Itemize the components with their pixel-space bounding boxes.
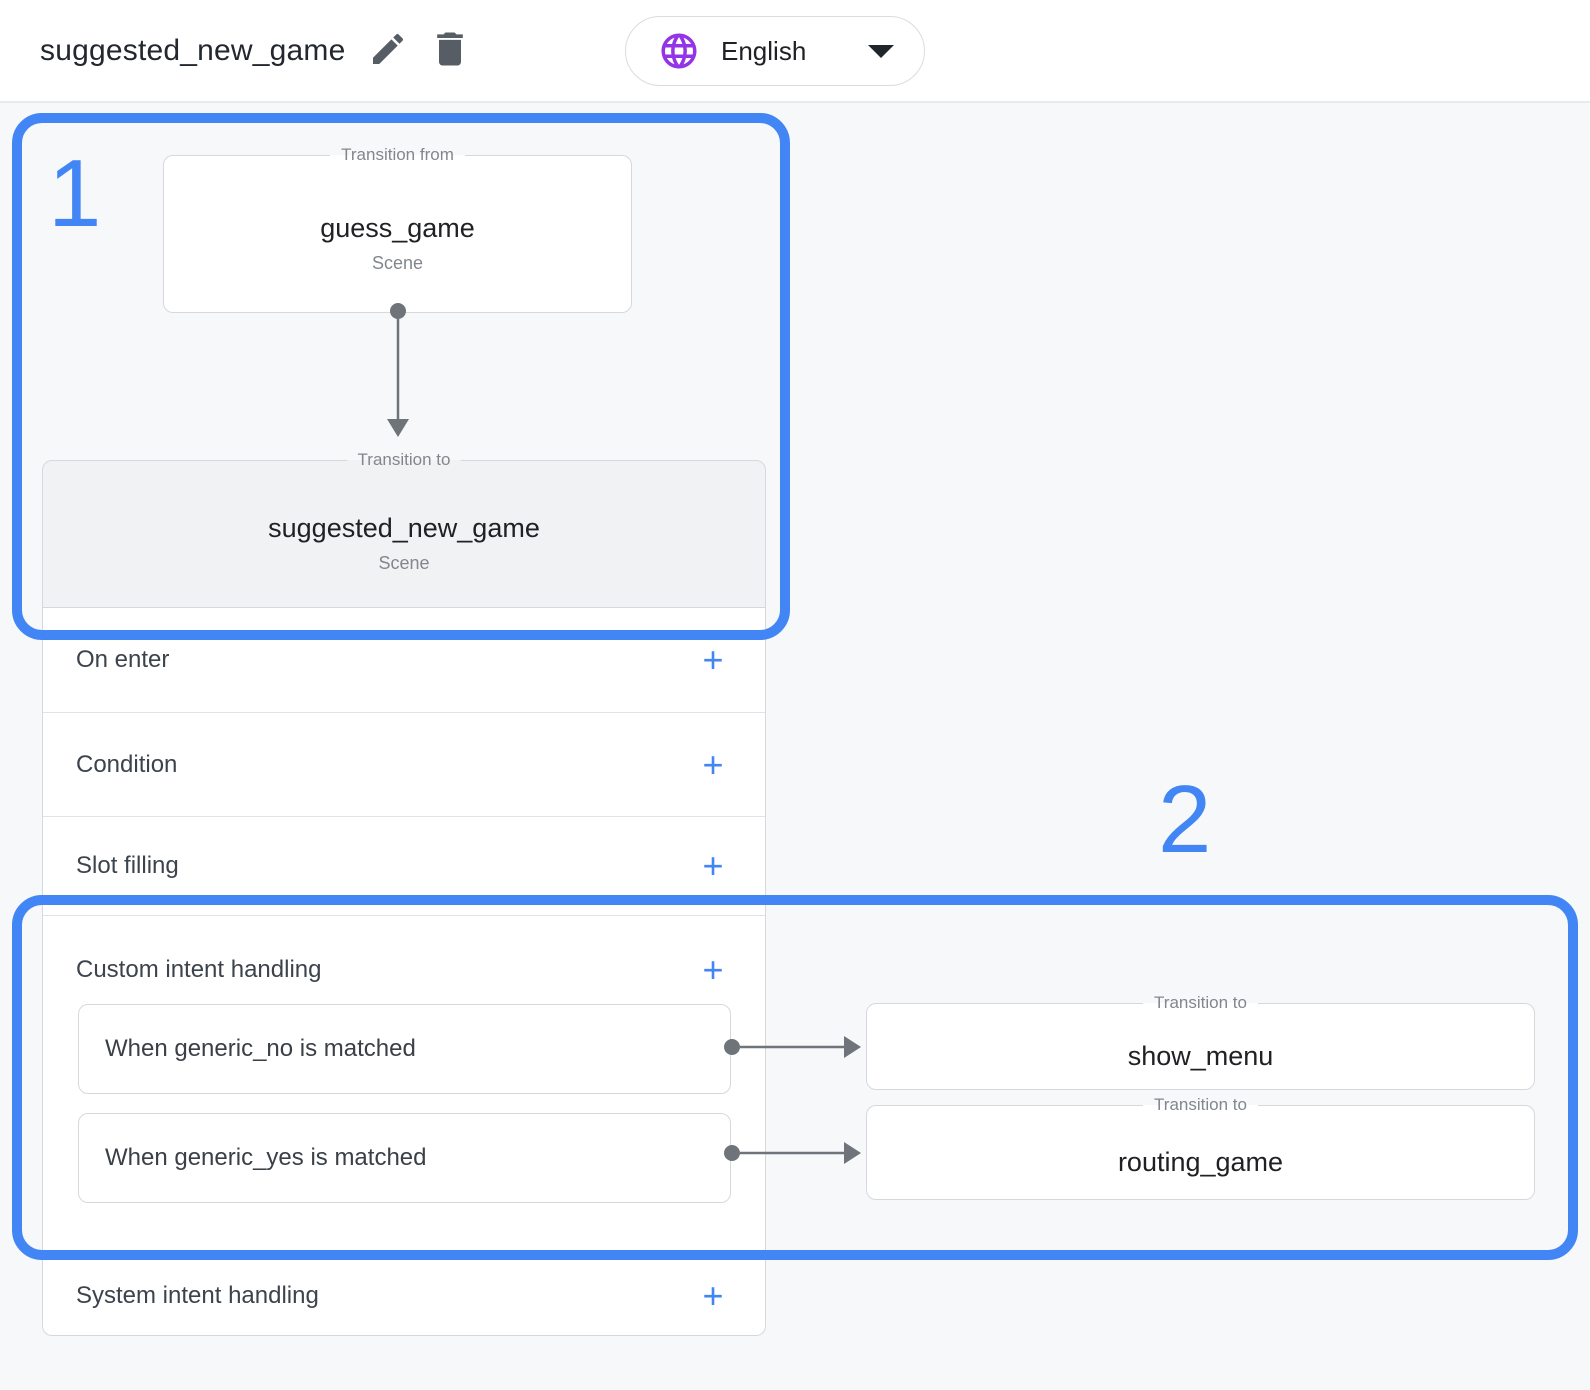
transition-to-legend: Transition to — [1154, 993, 1247, 1012]
language-label: English — [721, 35, 807, 66]
add-condition-button[interactable]: + — [691, 743, 735, 787]
page-title: suggested_new_game — [40, 33, 346, 67]
language-selector[interactable]: English — [625, 16, 925, 86]
scene-name: suggested_new_game — [268, 513, 540, 543]
transition-target-show-menu[interactable]: Transition to show_menu — [866, 993, 1535, 1090]
section-on-enter: On enter + — [43, 608, 765, 712]
section-label: System intent handling — [76, 1281, 319, 1309]
transition-target-routing-game[interactable]: Transition to routing_game — [866, 1095, 1535, 1200]
annotation-step-2: 2 — [1158, 766, 1212, 873]
intent-row-generic-yes[interactable]: When generic_yes is matched — [78, 1113, 731, 1203]
section-slot-filling: Slot filling + — [43, 816, 765, 915]
transition-from-node[interactable]: Transition from guess_game Scene — [163, 145, 632, 313]
add-custom-intent-button[interactable]: + — [691, 948, 735, 992]
transition-to-legend: Transition to — [357, 450, 451, 469]
scene-type: Scene — [371, 253, 424, 273]
scene-sections-card: On enter + Condition + Slot filling + Cu… — [42, 608, 766, 1336]
edit-scene-button[interactable] — [360, 23, 416, 79]
delete-scene-button[interactable] — [422, 23, 478, 79]
intent-label: When generic_no is matched — [105, 1035, 416, 1062]
section-label: Condition — [76, 750, 178, 778]
annotation-step-1: 1 — [48, 140, 102, 247]
transition-to-legend: Transition to — [1154, 1095, 1247, 1114]
pencil-icon — [368, 29, 408, 72]
section-label: Custom intent handling — [76, 956, 322, 983]
target-scene-name: routing_game — [1117, 1146, 1284, 1177]
add-system-intent-button[interactable]: + — [691, 1274, 735, 1318]
chevron-down-icon — [868, 44, 894, 58]
section-label: On enter — [76, 646, 170, 673]
target-scene-name: show_menu — [1127, 1040, 1274, 1071]
transition-from-legend: Transition from — [341, 145, 454, 164]
scene-type: Scene — [378, 553, 430, 573]
section-system-intent-handling: System intent handling + — [43, 1254, 765, 1336]
section-custom-intent-handling: Custom intent handling + When generic_no… — [43, 915, 765, 1254]
globe-icon — [658, 30, 700, 72]
add-slot-filling-button[interactable]: + — [691, 844, 735, 888]
header: suggested_new_game English — [0, 0, 1590, 103]
scene-name: guess_game — [320, 213, 475, 243]
intent-label: When generic_yes is matched — [105, 1144, 427, 1171]
transition-to-node: Transition to suggested_new_game Scene — [42, 450, 766, 608]
intent-row-generic-no[interactable]: When generic_no is matched — [78, 1004, 731, 1094]
section-condition: Condition + — [43, 712, 765, 816]
transition-down-arrow — [387, 303, 409, 437]
trash-icon — [428, 27, 472, 74]
section-label: Slot filling — [76, 852, 179, 879]
add-on-enter-button[interactable]: + — [691, 638, 735, 682]
